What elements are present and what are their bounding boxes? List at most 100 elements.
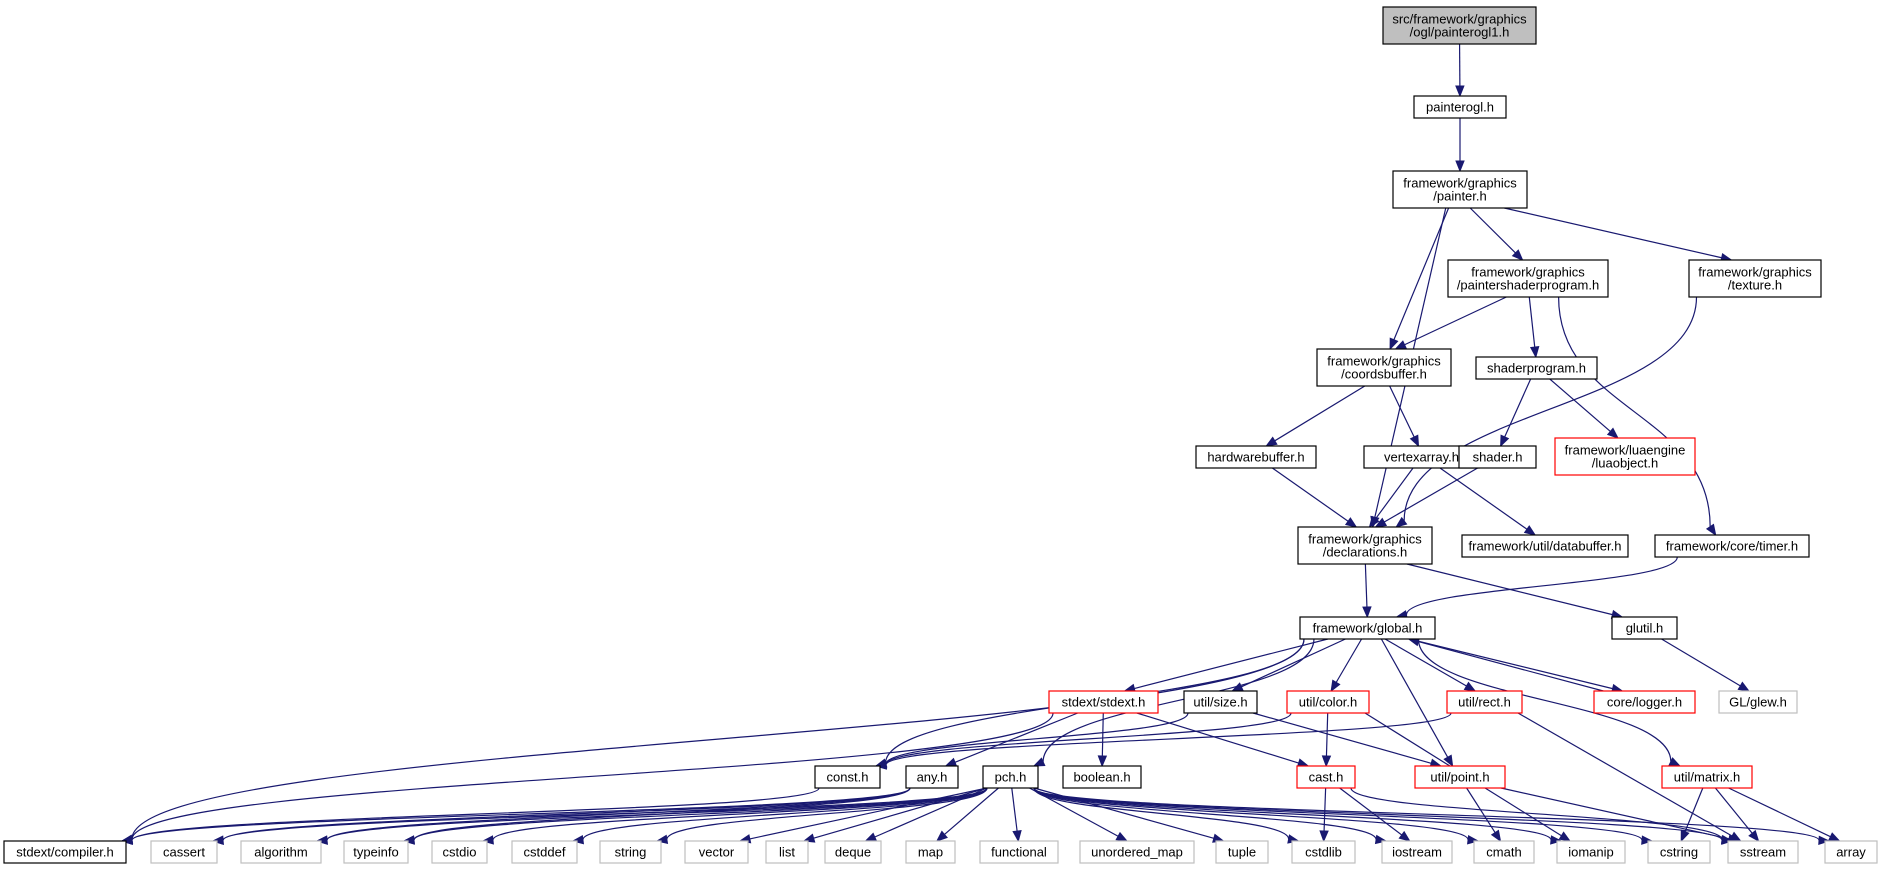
node-const[interactable]: const.h: [814, 765, 881, 789]
node-stdext[interactable]: stdext/stdext.h: [1048, 690, 1159, 714]
node-label: cast.h: [1309, 770, 1344, 785]
edge-painter-to-coordsbuffer: [1389, 207, 1450, 351]
edge-stdext-to-boolean: [1097, 712, 1108, 768]
node-glutil[interactable]: glutil.h: [1611, 616, 1678, 640]
edge-rect-to-const: [874, 712, 1452, 770]
node-painter[interactable]: framework/graphics/painter.h: [1392, 170, 1528, 209]
node-hardwarebuffer[interactable]: hardwarebuffer.h: [1195, 445, 1317, 469]
edge-line: [1380, 638, 1449, 758]
node-cstdio[interactable]: cstdio: [431, 840, 488, 864]
node-shader[interactable]: shader.h: [1458, 445, 1537, 469]
node-vertexarray[interactable]: vertexarray.h: [1363, 445, 1480, 469]
node-cstdlib[interactable]: cstdlib: [1291, 840, 1356, 864]
node-luaobject[interactable]: framework/luaengine/luaobject.h: [1554, 437, 1696, 476]
node-string[interactable]: string: [599, 840, 662, 864]
node-texture[interactable]: framework/graphics/texture.h: [1688, 259, 1822, 298]
node-map[interactable]: map: [905, 840, 956, 864]
edge-line: [1339, 787, 1403, 836]
arrowhead-icon: [1455, 160, 1465, 173]
node-boolean[interactable]: boolean.h: [1062, 765, 1142, 789]
node-pch[interactable]: pch.h: [982, 765, 1039, 789]
node-box: [1556, 840, 1626, 864]
node-label: framework/graphics: [1698, 265, 1812, 280]
node-box: [1414, 765, 1506, 789]
arrowhead-icon: [1389, 337, 1399, 351]
node-tuple[interactable]: tuple: [1215, 840, 1269, 864]
node-box: [1079, 840, 1195, 864]
node-painterogl[interactable]: painterogl.h: [1413, 95, 1507, 119]
edge-global-to-color: [1330, 638, 1363, 693]
node-box: [1458, 445, 1537, 469]
node-paintershader[interactable]: framework/graphics/paintershaderprogram.…: [1447, 259, 1609, 298]
node-box: [1654, 534, 1810, 558]
edge-line: [1393, 207, 1450, 340]
arrowhead-icon: [1550, 835, 1563, 845]
node-matrix[interactable]: util/matrix.h: [1661, 765, 1753, 789]
dependency-nodes: src/framework/graphics/ogl/painterogl1.h…: [3, 6, 1878, 864]
node-functional[interactable]: functional: [979, 840, 1059, 864]
node-label: stdext/stdext.h: [1062, 695, 1146, 710]
arrowhead-icon: [1529, 346, 1540, 359]
node-rect[interactable]: util/rect.h: [1446, 690, 1523, 714]
edge-cast-to-iostream: [1339, 787, 1411, 842]
edge-line: [1384, 638, 1467, 687]
arrowhead-icon: [1398, 830, 1411, 842]
node-algorithm[interactable]: algorithm: [240, 840, 322, 864]
node-color[interactable]: util/color.h: [1286, 690, 1370, 714]
node-label: sstream: [1740, 845, 1786, 860]
node-declarations[interactable]: framework/graphics/declarations.h: [1297, 526, 1433, 565]
node-label: util/size.h: [1193, 695, 1247, 710]
node-array[interactable]: array: [1824, 840, 1878, 864]
node-compiler[interactable]: stdext/compiler.h: [3, 840, 127, 864]
edge-pch-to-iostream: [1033, 787, 1388, 845]
node-box: [1647, 840, 1711, 864]
node-label: tuple: [1228, 845, 1256, 860]
node-databuffer[interactable]: framework/util/databuffer.h: [1461, 534, 1629, 558]
arrowhead-icon: [1443, 754, 1454, 768]
node-label: vector: [699, 845, 735, 860]
node-label: framework/graphics: [1471, 265, 1585, 280]
arrowhead-icon: [315, 835, 328, 845]
edge-line: [1504, 378, 1532, 438]
node-box: [765, 840, 809, 864]
node-cassert[interactable]: cassert: [150, 840, 218, 864]
arrowhead-icon: [1500, 434, 1510, 448]
node-cstddef[interactable]: cstddef: [511, 840, 578, 864]
arrowhead-icon: [1097, 755, 1108, 768]
node-cmath[interactable]: cmath: [1473, 840, 1535, 864]
node-typeinfo[interactable]: typeinfo: [343, 840, 409, 864]
node-box: [599, 840, 662, 864]
edge-color-to-cast: [1321, 712, 1332, 768]
edge-line: [1404, 296, 1507, 346]
node-global[interactable]: framework/global.h: [1299, 616, 1436, 640]
node-box: [1291, 840, 1356, 864]
node-vector[interactable]: vector: [684, 840, 749, 864]
node-label: glutil.h: [1626, 621, 1664, 636]
node-size[interactable]: util/size.h: [1183, 690, 1258, 714]
edge-paintershader-to-shaderprogram: [1528, 296, 1540, 359]
node-box: [1299, 616, 1436, 640]
edge-line: [1350, 787, 1723, 840]
node-list[interactable]: list: [765, 840, 809, 864]
node-glew[interactable]: GL/glew.h: [1718, 690, 1798, 714]
node-shaderprogram[interactable]: shaderprogram.h: [1475, 356, 1598, 380]
node-label: util/color.h: [1299, 695, 1358, 710]
node-coordsbuffer[interactable]: framework/graphics/coordsbuffer.h: [1316, 348, 1452, 387]
node-box: [1473, 840, 1535, 864]
node-cast[interactable]: cast.h: [1296, 765, 1356, 789]
node-sstream[interactable]: sstream: [1727, 840, 1799, 864]
edge-line: [413, 787, 988, 841]
node-deque[interactable]: deque: [824, 840, 882, 864]
node-any[interactable]: any.h: [905, 765, 959, 789]
node-iostream[interactable]: iostream: [1381, 840, 1453, 864]
node-iomanip[interactable]: iomanip: [1556, 840, 1626, 864]
node-point[interactable]: util/point.h: [1414, 765, 1506, 789]
node-label: map: [918, 845, 943, 860]
node-label: stdext/compiler.h: [16, 845, 114, 860]
edge-matrix-to-sstream: [1714, 787, 1760, 843]
node-root[interactable]: src/framework/graphics/ogl/painterogl1.h: [1382, 6, 1537, 45]
node-cstring[interactable]: cstring: [1647, 840, 1711, 864]
node-logger[interactable]: core/logger.h: [1593, 690, 1696, 714]
node-unordered-map[interactable]: unordered_map: [1079, 840, 1195, 864]
node-timer[interactable]: framework/core/timer.h: [1654, 534, 1810, 558]
